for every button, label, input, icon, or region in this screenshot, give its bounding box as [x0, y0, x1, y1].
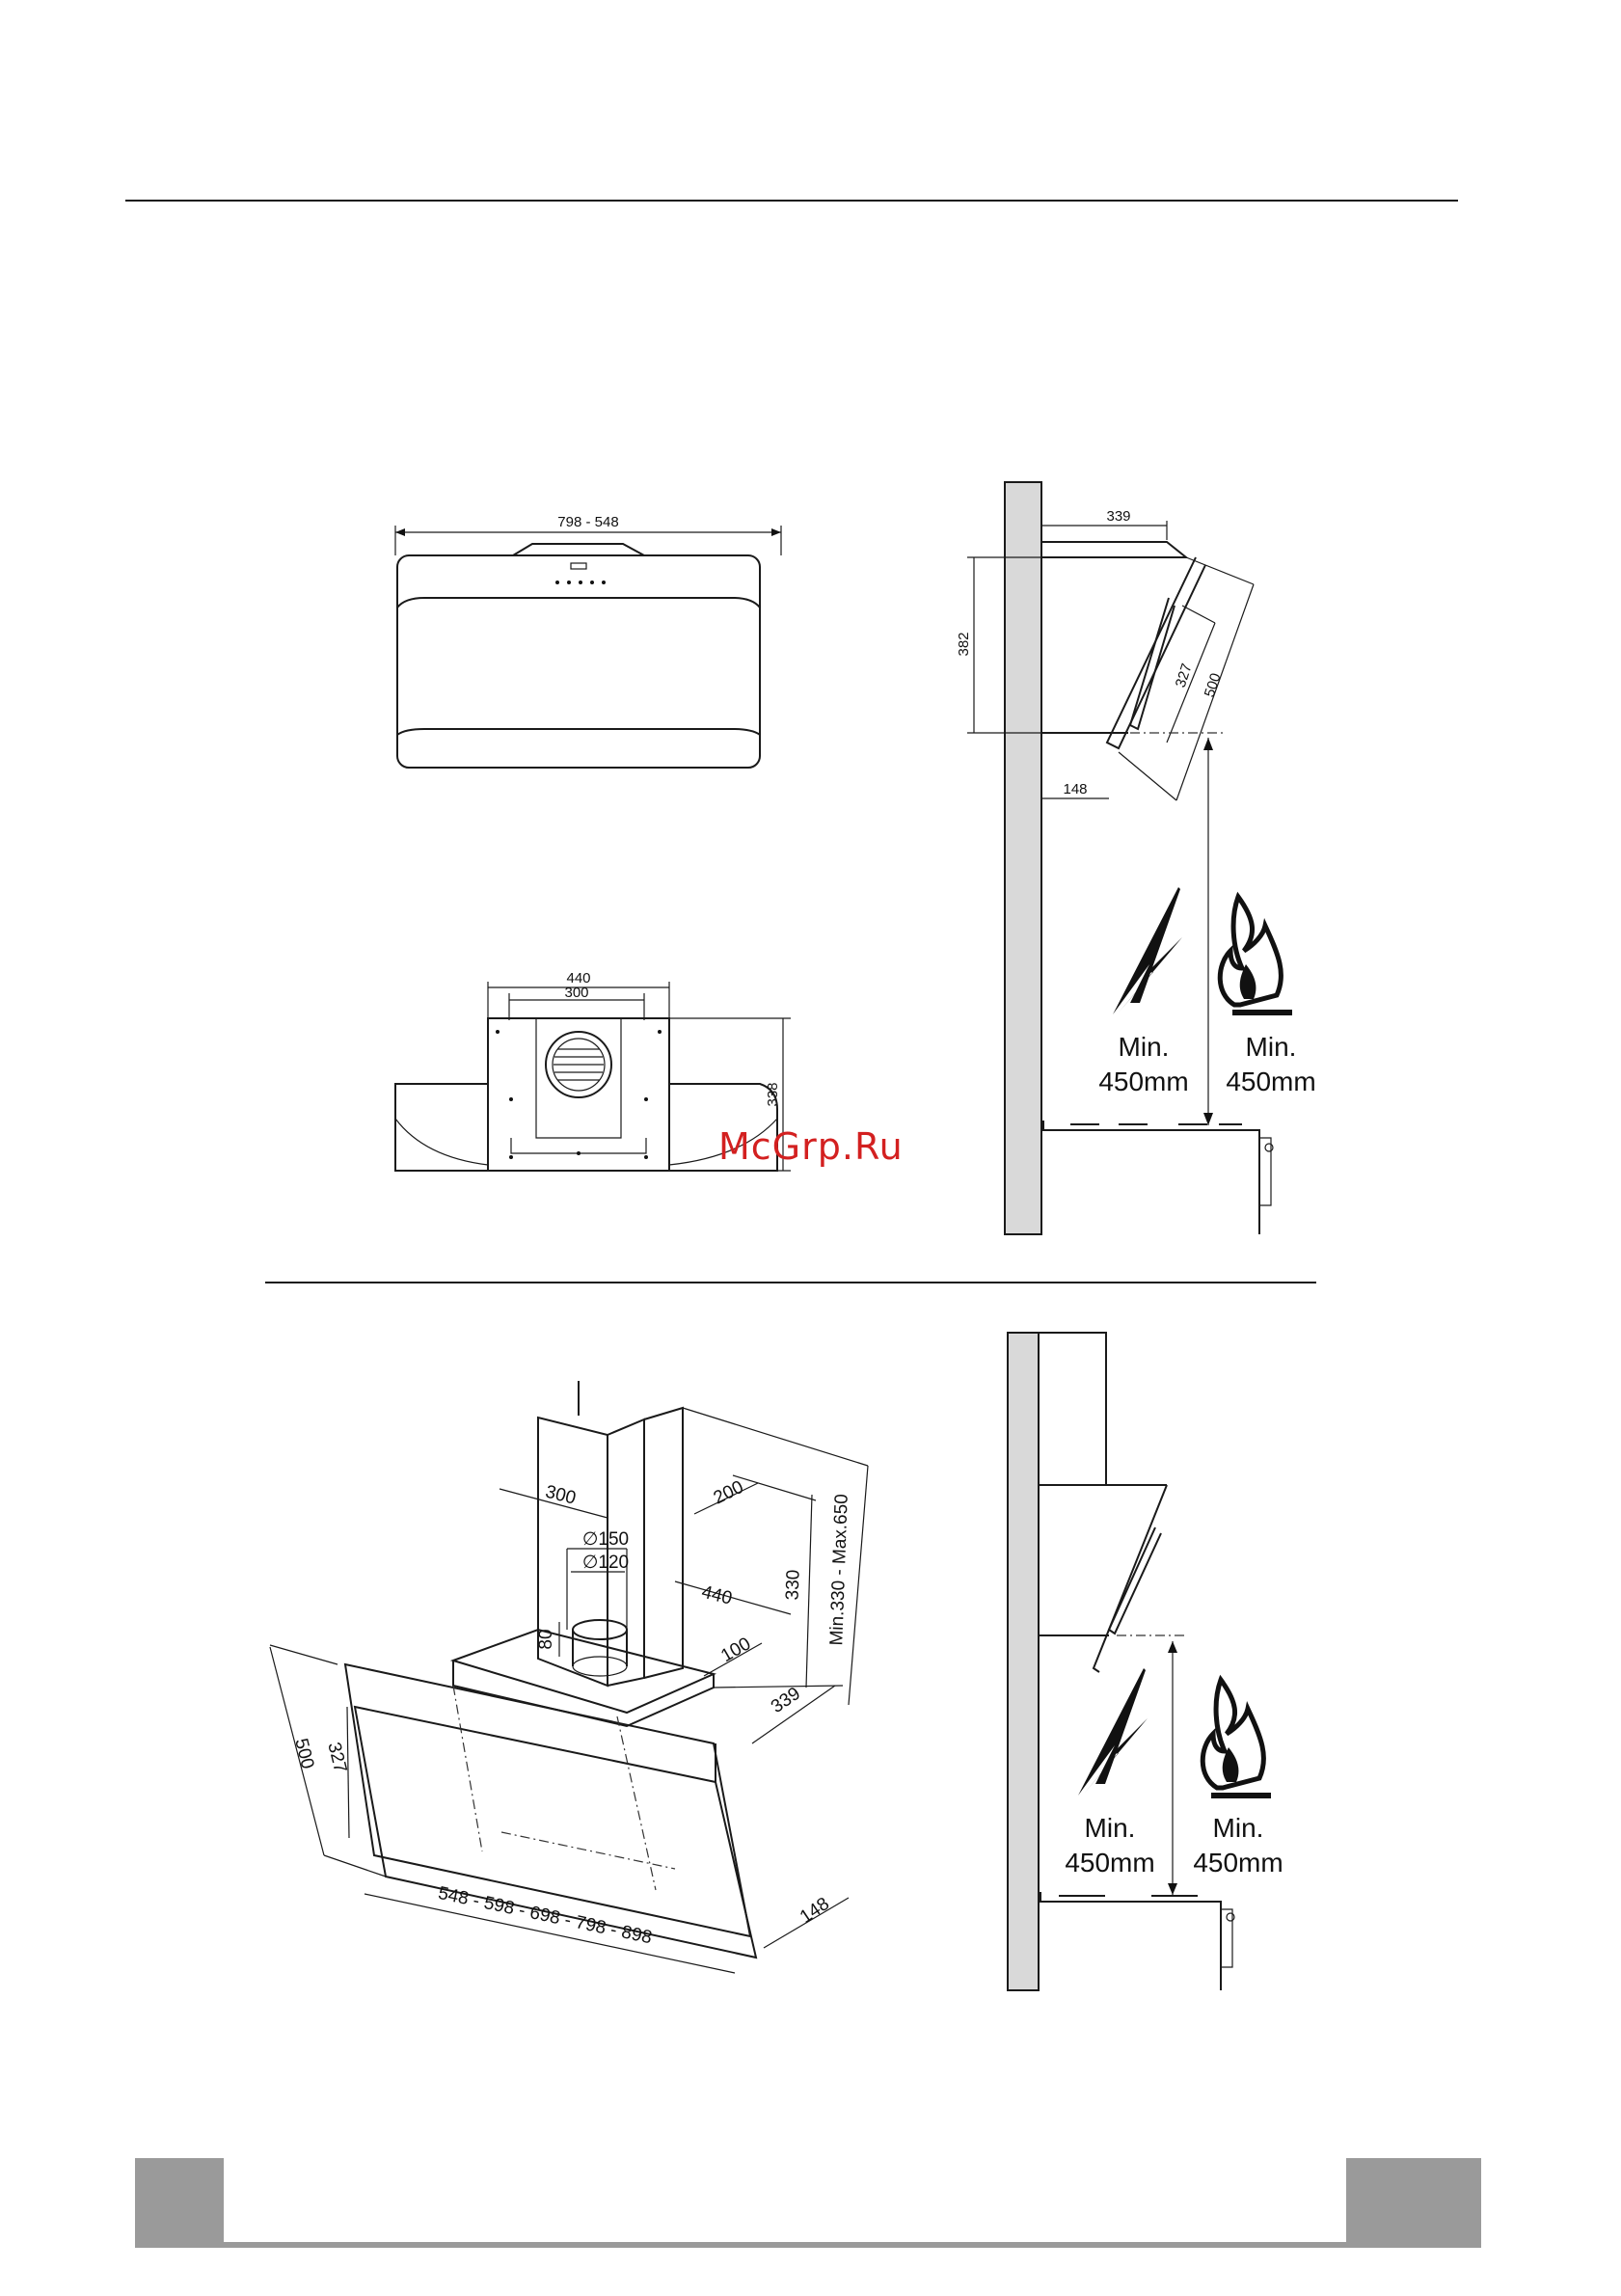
side-view-bottom: Min. 450mm Min. 450mm — [1008, 1333, 1283, 1990]
footer-left-block — [135, 2158, 224, 2247]
side-glass-outer-dim: 500 — [1202, 671, 1225, 699]
side-view-top: 339 382 500 327 148 Min. 450mm — [956, 482, 1316, 1234]
iso-hood-depth: 339 — [768, 1684, 804, 1717]
top-inner-dim: 300 — [564, 985, 588, 1001]
iso-chimney-width: 300 — [543, 1482, 578, 1509]
iso-base-depth: 100 — [717, 1634, 754, 1666]
flame-icon-2 — [1202, 1680, 1271, 1796]
side-depth-dim: 339 — [1106, 508, 1130, 525]
gas-min-value-2: 450mm — [1193, 1848, 1283, 1877]
flame-icon — [1220, 897, 1292, 1013]
iso-chimney-range: Min.330 - Max.650 — [826, 1494, 851, 1646]
iso-glass-outer: 500 — [290, 1737, 317, 1771]
iso-glass-inner: 327 — [323, 1741, 350, 1775]
side-height-dim: 382 — [956, 632, 972, 656]
gas-min-value: 450mm — [1226, 1067, 1315, 1096]
front-view: 798 - 548 — [395, 514, 781, 768]
isometric-view: Min.330 - Max.650 300 200 330 ∅150 ∅120 … — [270, 1381, 868, 1973]
iso-outlet-inner: ∅120 — [582, 1553, 629, 1573]
front-width-dim: 798 - 548 — [557, 514, 618, 530]
watermark: McGrp.Ru — [718, 1125, 904, 1168]
iso-outlet-outer: ∅150 — [582, 1529, 629, 1550]
gas-min-label-2: Min. — [1213, 1813, 1264, 1843]
iso-base-width: 440 — [699, 1582, 734, 1609]
footer — [135, 2158, 1481, 2247]
iso-projection: 148 — [797, 1894, 833, 1928]
iso-chimney-height: 330 — [782, 1569, 803, 1600]
gas-min-label: Min. — [1246, 1032, 1297, 1062]
footer-right-block — [1346, 2158, 1481, 2247]
side-projection-dim: 148 — [1063, 781, 1087, 797]
electric-min-label: Min. — [1119, 1032, 1170, 1062]
electric-min-label-2: Min. — [1085, 1813, 1136, 1843]
side-glass-inner-dim: 327 — [1173, 662, 1196, 689]
electric-min-value-2: 450mm — [1065, 1848, 1154, 1877]
electric-min-value: 450mm — [1098, 1067, 1188, 1096]
